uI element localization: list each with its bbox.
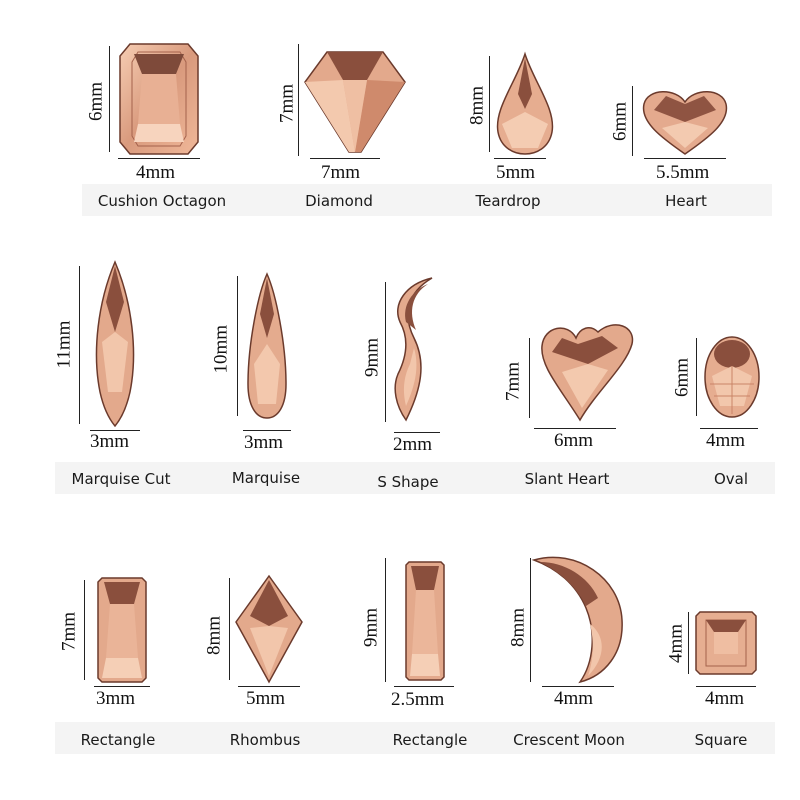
width-line (700, 428, 758, 429)
width-label: 5.5mm (656, 162, 710, 183)
gem-diamond-shape (304, 51, 406, 153)
height-line (229, 578, 230, 680)
height-label: 10mm (210, 324, 232, 374)
gem-teardrop-shape (496, 51, 554, 155)
width-label: 6mm (554, 430, 594, 451)
width-line (394, 432, 440, 433)
width-line (238, 686, 300, 687)
height-label: 6mm (671, 357, 693, 398)
gem-name: Teardrop (475, 192, 541, 210)
label-strip (82, 184, 772, 216)
height-line (385, 558, 386, 682)
height-label: 8mm (507, 607, 529, 648)
gem-rhombus-shape (235, 574, 303, 684)
height-line (237, 276, 238, 416)
width-line (696, 686, 756, 687)
width-label: 4mm (705, 688, 745, 709)
gem-cushion-octagon-shape (119, 43, 199, 155)
width-line (644, 158, 726, 159)
gem-name: Oval (713, 470, 749, 488)
gem-name: Diamond (305, 192, 373, 210)
gem-name: Rectangle (80, 731, 156, 749)
label-strip (55, 722, 775, 754)
height-line (632, 86, 633, 156)
gem-slant-heart-shape (541, 324, 634, 422)
height-label: 7mm (502, 361, 524, 402)
width-line (394, 686, 454, 687)
height-label: 6mm (85, 81, 107, 122)
gem-marquise-cut-shape (95, 260, 135, 428)
width-line (94, 686, 150, 687)
width-label: 2mm (393, 434, 433, 455)
width-line (90, 430, 140, 431)
gem-rectangle-long-shape (405, 561, 445, 681)
width-label: 2.5mm (391, 689, 445, 710)
width-label: 3mm (90, 431, 130, 452)
height-label: 6mm (609, 101, 631, 142)
height-line (385, 282, 386, 422)
width-label: 3mm (244, 432, 284, 453)
height-label: 4mm (665, 623, 687, 664)
height-line (688, 612, 689, 674)
gem-heart-shape (642, 91, 728, 155)
width-label: 4mm (554, 688, 594, 709)
gem-name: Cushion Octagon (97, 192, 227, 210)
gem-name: Square (694, 731, 748, 749)
width-line (118, 158, 200, 159)
height-label: 8mm (466, 85, 488, 126)
height-label: 7mm (58, 611, 80, 652)
width-label: 3mm (96, 688, 136, 709)
gem-s-shape-shape (394, 277, 433, 422)
height-label: 11mm (53, 320, 75, 369)
width-line (310, 158, 380, 159)
gem-name: S Shape (377, 473, 439, 491)
gem-marquise-shape (247, 272, 287, 419)
height-line (298, 44, 299, 156)
height-line (109, 46, 110, 152)
gem-name: Rhombus (229, 731, 301, 749)
gem-name: Marquise (231, 469, 301, 487)
width-line (534, 428, 616, 429)
height-label: 9mm (360, 607, 382, 648)
gem-rectangle-shape (97, 577, 147, 683)
gem-oval-shape (704, 336, 760, 418)
width-label: 5mm (496, 162, 536, 183)
height-line (696, 338, 697, 416)
gem-crescent-moon-shape (531, 556, 623, 684)
label-strip (55, 462, 775, 494)
height-line (530, 558, 531, 682)
gem-name: Marquise Cut (71, 470, 171, 488)
gem-name: Heart (665, 192, 707, 210)
height-line (529, 338, 530, 418)
gem-name: Crescent Moon (513, 731, 625, 749)
width-label: 4mm (706, 430, 746, 451)
height-line (84, 580, 85, 680)
width-label: 4mm (136, 162, 176, 183)
gem-square-shape (695, 611, 757, 675)
width-label: 5mm (246, 688, 286, 709)
height-line (79, 266, 80, 424)
width-label: 7mm (321, 162, 361, 183)
gem-name: Slant Heart (524, 470, 610, 488)
width-line (243, 430, 291, 431)
gem-name: Rectangle (392, 731, 468, 749)
width-line (542, 686, 614, 687)
height-label: 7mm (276, 83, 298, 124)
width-line (494, 158, 546, 159)
height-label: 8mm (203, 615, 225, 656)
height-line (489, 56, 490, 152)
height-label: 9mm (361, 337, 383, 378)
